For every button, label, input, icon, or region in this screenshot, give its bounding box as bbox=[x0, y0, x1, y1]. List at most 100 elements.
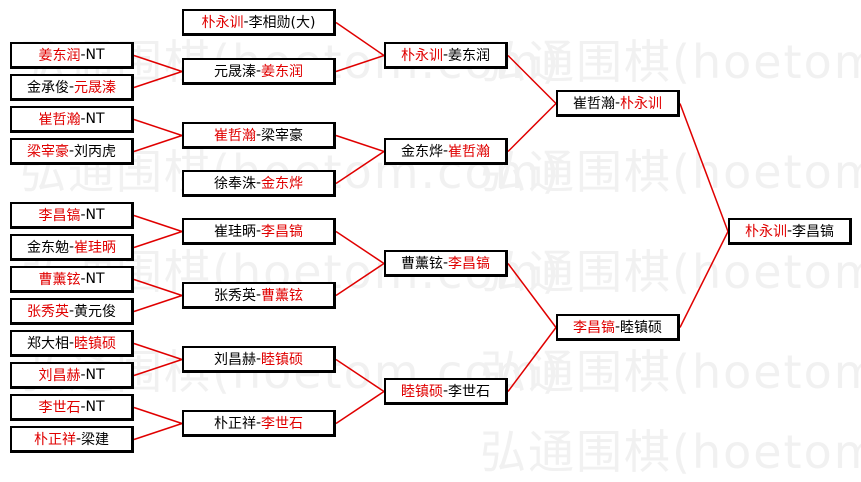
player-name: 徐奉洙 bbox=[213, 176, 256, 192]
bracket-line bbox=[133, 278, 183, 297]
player-name: NT bbox=[85, 47, 105, 63]
round2-match: 徐奉洙-金东烨 bbox=[182, 170, 336, 197]
bracket-line bbox=[133, 134, 183, 153]
player-name: 崔哲瀚 bbox=[38, 112, 81, 128]
round1-match: 金承俊-元晟溱 bbox=[10, 74, 134, 101]
round1-match: 郑大相-睦镇硕 bbox=[10, 330, 134, 357]
player-name: NT bbox=[85, 271, 105, 287]
player-name: 睦镇硕 bbox=[261, 352, 304, 368]
player-name: 黄元俊 bbox=[74, 304, 117, 320]
player-name: 朴永训 bbox=[620, 96, 663, 112]
player-name: 刘昌赫 bbox=[38, 368, 81, 384]
round3-match: 曹薰铉-李昌镐 bbox=[384, 250, 508, 277]
bracket-line bbox=[335, 262, 385, 297]
player-name: 姜东润 bbox=[448, 48, 491, 64]
bracket-line bbox=[335, 230, 385, 265]
bracket-line bbox=[133, 118, 183, 137]
player-name: 金东勉 bbox=[26, 240, 69, 256]
semifinal-match: 崔哲瀚-朴永训 bbox=[556, 90, 680, 117]
round1-match: 崔哲瀚-NT bbox=[10, 106, 134, 133]
player-name: NT bbox=[85, 207, 105, 223]
player-name: 郑大相 bbox=[26, 336, 69, 352]
player-name: 朴永训 bbox=[400, 48, 443, 64]
bracket-line bbox=[133, 230, 183, 249]
player-name: 李昌镐 bbox=[38, 208, 81, 224]
player-name: NT bbox=[85, 367, 105, 383]
player-name: 睦镇硕 bbox=[74, 336, 117, 352]
bracket-line bbox=[133, 54, 183, 73]
round1-match: 曹薰铉-NT bbox=[10, 266, 134, 293]
player-name: 崔珪昞 bbox=[74, 240, 117, 256]
player-name: 李世石 bbox=[261, 416, 304, 432]
player-name: 李昌镐 bbox=[572, 320, 615, 336]
round2-match: 崔哲瀚-梁宰豪 bbox=[182, 122, 336, 149]
bracket-line bbox=[507, 327, 557, 392]
round3-match: 金东烨-崔哲瀚 bbox=[384, 138, 508, 165]
bracket-line bbox=[133, 358, 183, 377]
bracket-line bbox=[679, 231, 729, 328]
round1-match: 李世石-NT bbox=[10, 394, 134, 421]
bracket-line bbox=[335, 358, 385, 393]
round1-match: 朴正祥-梁建 bbox=[10, 426, 134, 453]
player-name: NT bbox=[85, 399, 105, 415]
round2-match: 刘昌赫-睦镇硕 bbox=[182, 346, 336, 373]
bracket-line bbox=[133, 342, 183, 361]
bracket-connector-lines bbox=[133, 21, 729, 441]
player-name: 崔哲瀚 bbox=[572, 96, 615, 112]
player-name: 李相勋(大) bbox=[248, 15, 316, 31]
player-name: 李世石 bbox=[38, 400, 81, 416]
round2-match: 元晟溱-姜东润 bbox=[182, 58, 336, 85]
round1-match: 刘昌赫-NT bbox=[10, 362, 134, 389]
bracket-line bbox=[507, 263, 557, 328]
round1-match: 姜东润-NT bbox=[10, 42, 134, 69]
player-name: 朴正祥 bbox=[213, 416, 256, 432]
player-name: 刘昌赫 bbox=[213, 352, 256, 368]
player-name: 姜东润 bbox=[261, 64, 304, 80]
final-match: 朴永训-李昌镐 bbox=[728, 218, 852, 245]
player-name: 张秀英 bbox=[26, 304, 69, 320]
player-name: 李昌镐 bbox=[448, 256, 491, 272]
player-name: 崔哲瀚 bbox=[448, 144, 491, 160]
player-name: 李昌镐 bbox=[792, 224, 835, 240]
player-name: 朴永训 bbox=[744, 224, 787, 240]
bracket-line bbox=[507, 102, 557, 153]
bracket-line bbox=[133, 294, 183, 313]
round1-match: 李昌镐-NT bbox=[10, 202, 134, 229]
player-name: 梁建 bbox=[81, 432, 110, 448]
bracket-line bbox=[335, 134, 385, 153]
player-name: 曹薰铉 bbox=[261, 288, 304, 304]
round1-match: 梁宰豪-刘丙虎 bbox=[10, 138, 134, 165]
player-name: 刘丙虎 bbox=[74, 144, 117, 160]
bracket-line bbox=[507, 54, 557, 105]
player-name: NT bbox=[85, 111, 105, 127]
player-name: 梁宰豪 bbox=[26, 144, 69, 160]
bracket-line bbox=[133, 422, 183, 441]
semifinal-match: 李昌镐-睦镇硕 bbox=[556, 314, 680, 341]
player-name: 朴正祥 bbox=[33, 432, 76, 448]
bracket-line bbox=[335, 54, 385, 73]
round1-match: 张秀英-黄元俊 bbox=[10, 298, 134, 325]
player-name: 梁宰豪 bbox=[261, 128, 304, 144]
round2-match: 朴正祥-李世石 bbox=[182, 410, 336, 437]
player-name: 金承俊 bbox=[26, 80, 69, 96]
player-name: 睦镇硕 bbox=[400, 384, 443, 400]
player-name: 朴永训 bbox=[201, 15, 244, 31]
player-name: 金东烨 bbox=[400, 144, 443, 160]
player-name: 曹薰铉 bbox=[38, 272, 81, 288]
round2-match: 朴永训-李相勋(大) bbox=[182, 9, 336, 36]
player-name: 元晟溱 bbox=[213, 64, 256, 80]
player-name: 李昌镐 bbox=[261, 224, 304, 240]
round3-match: 朴永训-姜东润 bbox=[384, 42, 508, 69]
bracket-line bbox=[335, 390, 385, 425]
bracket-line bbox=[335, 150, 385, 185]
player-name: 睦镇硕 bbox=[620, 320, 663, 336]
bracket-line bbox=[335, 21, 385, 57]
round1-match: 金东勉-崔珪昞 bbox=[10, 234, 134, 261]
bracket-line bbox=[133, 406, 183, 425]
bracket-line bbox=[133, 70, 183, 89]
round3-match: 睦镇硕-李世石 bbox=[384, 378, 508, 405]
player-name: 李世石 bbox=[448, 384, 491, 400]
player-name: 金东烨 bbox=[261, 176, 304, 192]
player-name: 崔珪昞 bbox=[213, 224, 256, 240]
player-name: 元晟溱 bbox=[74, 80, 117, 96]
